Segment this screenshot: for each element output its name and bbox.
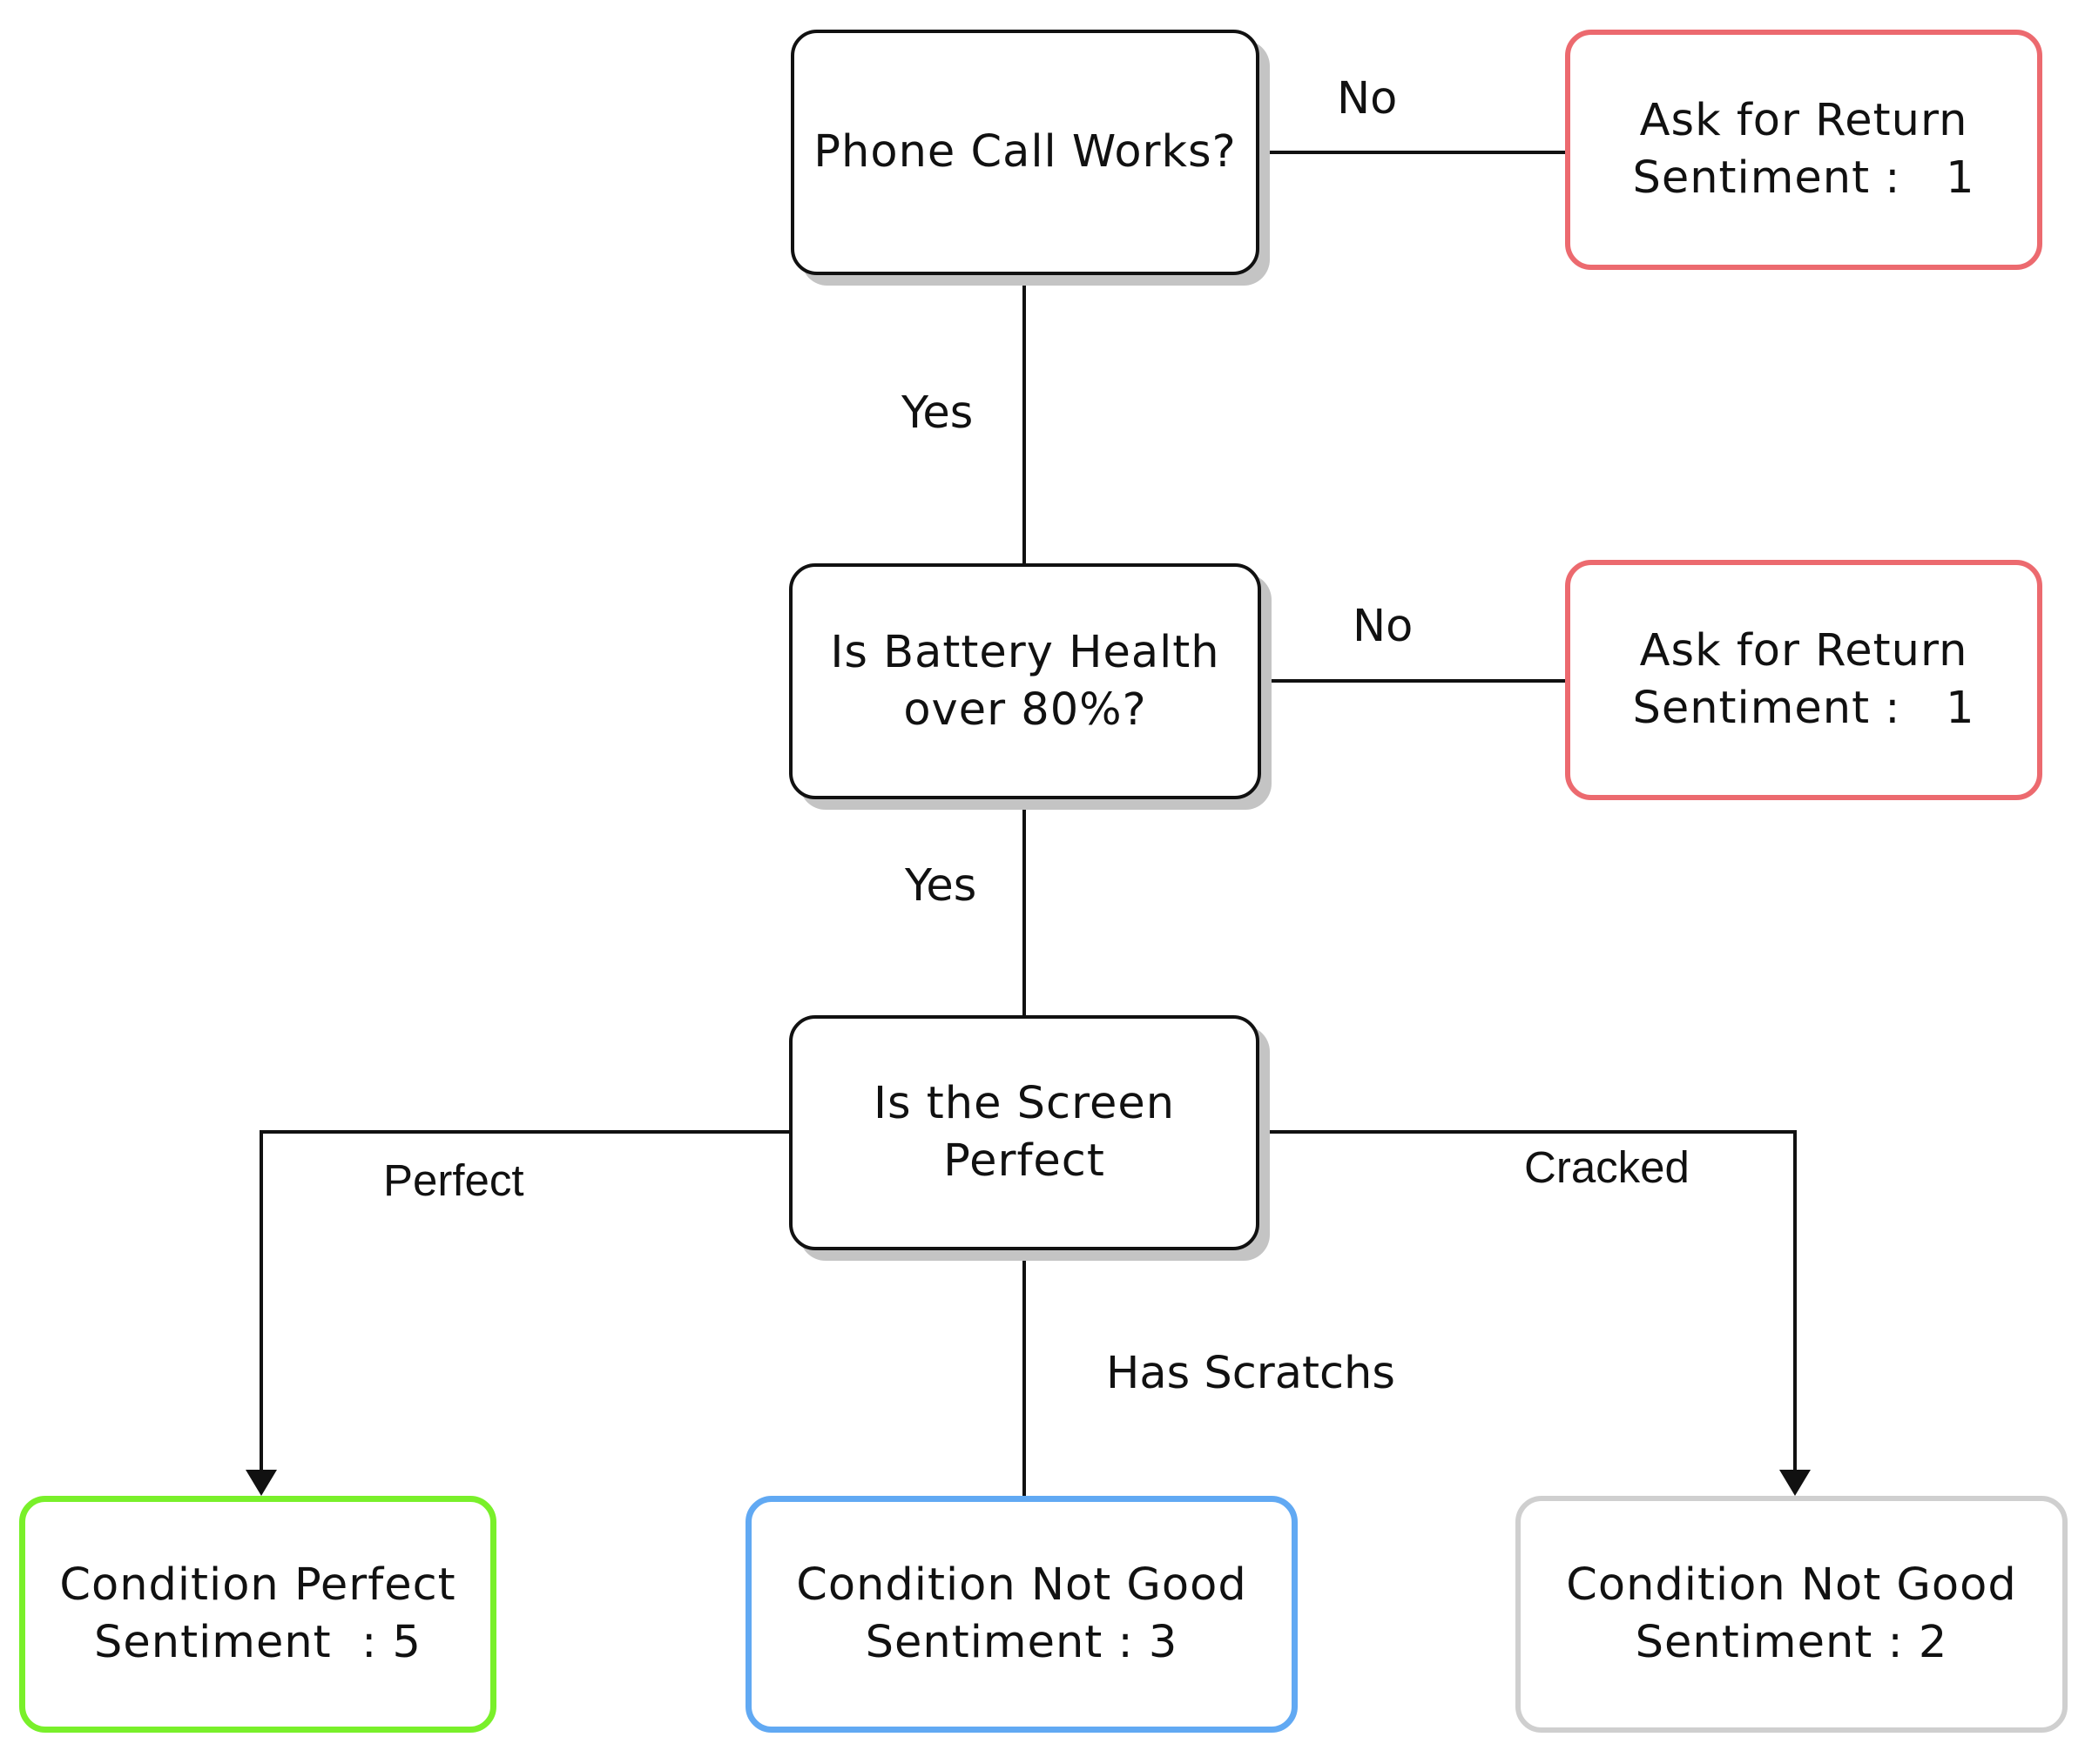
- decision-phone-call: Phone Call Works?: [791, 30, 1259, 275]
- edge-label-scratches: Has Scratchs: [1106, 1348, 1395, 1399]
- arrowhead-perfect: [246, 1470, 277, 1496]
- leaf-scratch-line2: Sentiment : 3: [865, 1617, 1178, 1668]
- decision-battery-line2: over 80%?: [903, 683, 1147, 736]
- leaf-perfect-line1: Condition Perfect: [59, 1559, 456, 1611]
- edge-label-q2-yes: Yes: [905, 860, 977, 912]
- leaf-condition-perfect: Condition Perfect Sentiment : 5: [19, 1496, 496, 1733]
- decision-screen: Is the Screen Perfect: [789, 1015, 1259, 1250]
- leaf-scratch-line1: Condition Not Good: [796, 1559, 1247, 1611]
- result-return-1: Ask for Return Sentiment : 1: [1565, 30, 2042, 270]
- result-return-2-line2: Sentiment : 1: [1632, 683, 1975, 734]
- decision-battery-health: Is Battery Health over 80%?: [789, 563, 1261, 799]
- edge-label-cracked: Cracked: [1524, 1142, 1690, 1192]
- arrowhead-cracked: [1779, 1470, 1811, 1496]
- result-return-2: Ask for Return Sentiment : 1: [1565, 560, 2042, 800]
- result-return-1-line2: Sentiment : 1: [1632, 152, 1975, 204]
- decision-battery-line1: Is Battery Health: [830, 626, 1220, 678]
- edge-perfect: [260, 1130, 789, 1480]
- result-return-2-line1: Ask for Return: [1639, 625, 1968, 677]
- edge-label-q2-no: No: [1353, 601, 1414, 652]
- edge-cracked: [1259, 1130, 1797, 1480]
- result-return-1-line1: Ask for Return: [1639, 95, 1968, 146]
- decision-screen-line1: Is the Screen: [873, 1078, 1176, 1129]
- leaf-cracked-line1: Condition Not Good: [1566, 1559, 2017, 1611]
- decision-phone-call-text: Phone Call Works?: [813, 126, 1237, 178]
- edge-label-q1-yes: Yes: [901, 387, 974, 439]
- leaf-condition-scratches: Condition Not Good Sentiment : 3: [746, 1496, 1298, 1733]
- decision-screen-line2: Perfect: [943, 1135, 1105, 1187]
- leaf-perfect-line2: Sentiment : 5: [94, 1617, 422, 1668]
- edge-label-q1-no: No: [1337, 73, 1398, 125]
- leaf-condition-cracked: Condition Not Good Sentiment : 2: [1515, 1496, 2068, 1733]
- leaf-cracked-line2: Sentiment : 2: [1635, 1617, 1948, 1668]
- edge-label-perfect: Perfect: [383, 1155, 524, 1205]
